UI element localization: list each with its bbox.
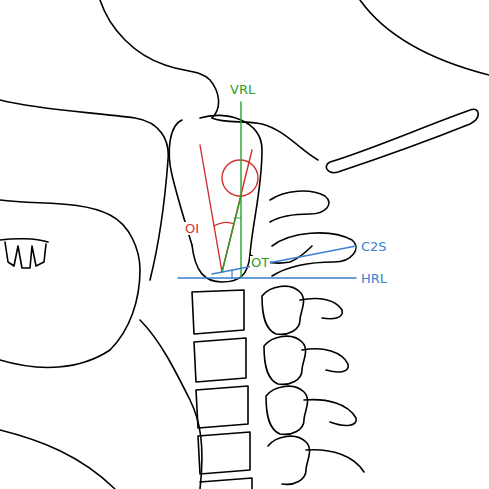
ot-angle-arc <box>234 217 241 218</box>
occipital-bone <box>326 109 478 172</box>
c4-spinous-process <box>302 349 348 372</box>
vertical-reference-line <box>240 102 241 278</box>
line-label: VRL <box>229 83 256 96</box>
c2s-angle-mark <box>231 270 232 278</box>
skull-base <box>100 0 219 118</box>
oi-angle-arc <box>214 222 234 226</box>
c5-body <box>196 386 248 428</box>
c3-spinous-process <box>300 298 342 318</box>
throat-outline <box>140 320 202 489</box>
c5-spinous-process <box>304 400 356 426</box>
c6-body <box>198 432 250 474</box>
c2-slope-line <box>212 246 356 274</box>
c7-body <box>200 478 252 489</box>
c6-articular <box>268 436 310 484</box>
skull-outline <box>360 0 489 75</box>
mandible <box>0 200 140 367</box>
angle-label: OI <box>184 222 200 235</box>
teeth <box>0 239 48 268</box>
angle-label: OT <box>250 256 270 269</box>
c4-body <box>194 338 246 382</box>
c3-body <box>192 290 244 334</box>
line-label: HRL <box>360 272 388 285</box>
line-label: C2S <box>360 240 388 253</box>
mandible-ramus <box>0 100 168 280</box>
c4-articular <box>264 336 306 384</box>
odontoid-axis-line <box>222 150 252 272</box>
odontoid-axis-line <box>200 145 222 272</box>
horizontal-reference-line <box>178 277 356 278</box>
occipital-outline <box>212 118 318 160</box>
c5-articular <box>266 386 308 434</box>
c6-spinous-process <box>306 450 364 472</box>
dens-tip-circle <box>222 160 258 196</box>
odontoid-tilt-line <box>222 196 241 272</box>
c3-articular <box>262 286 304 334</box>
atlas-posterior-arch <box>270 191 329 222</box>
neck-outline <box>0 430 115 489</box>
